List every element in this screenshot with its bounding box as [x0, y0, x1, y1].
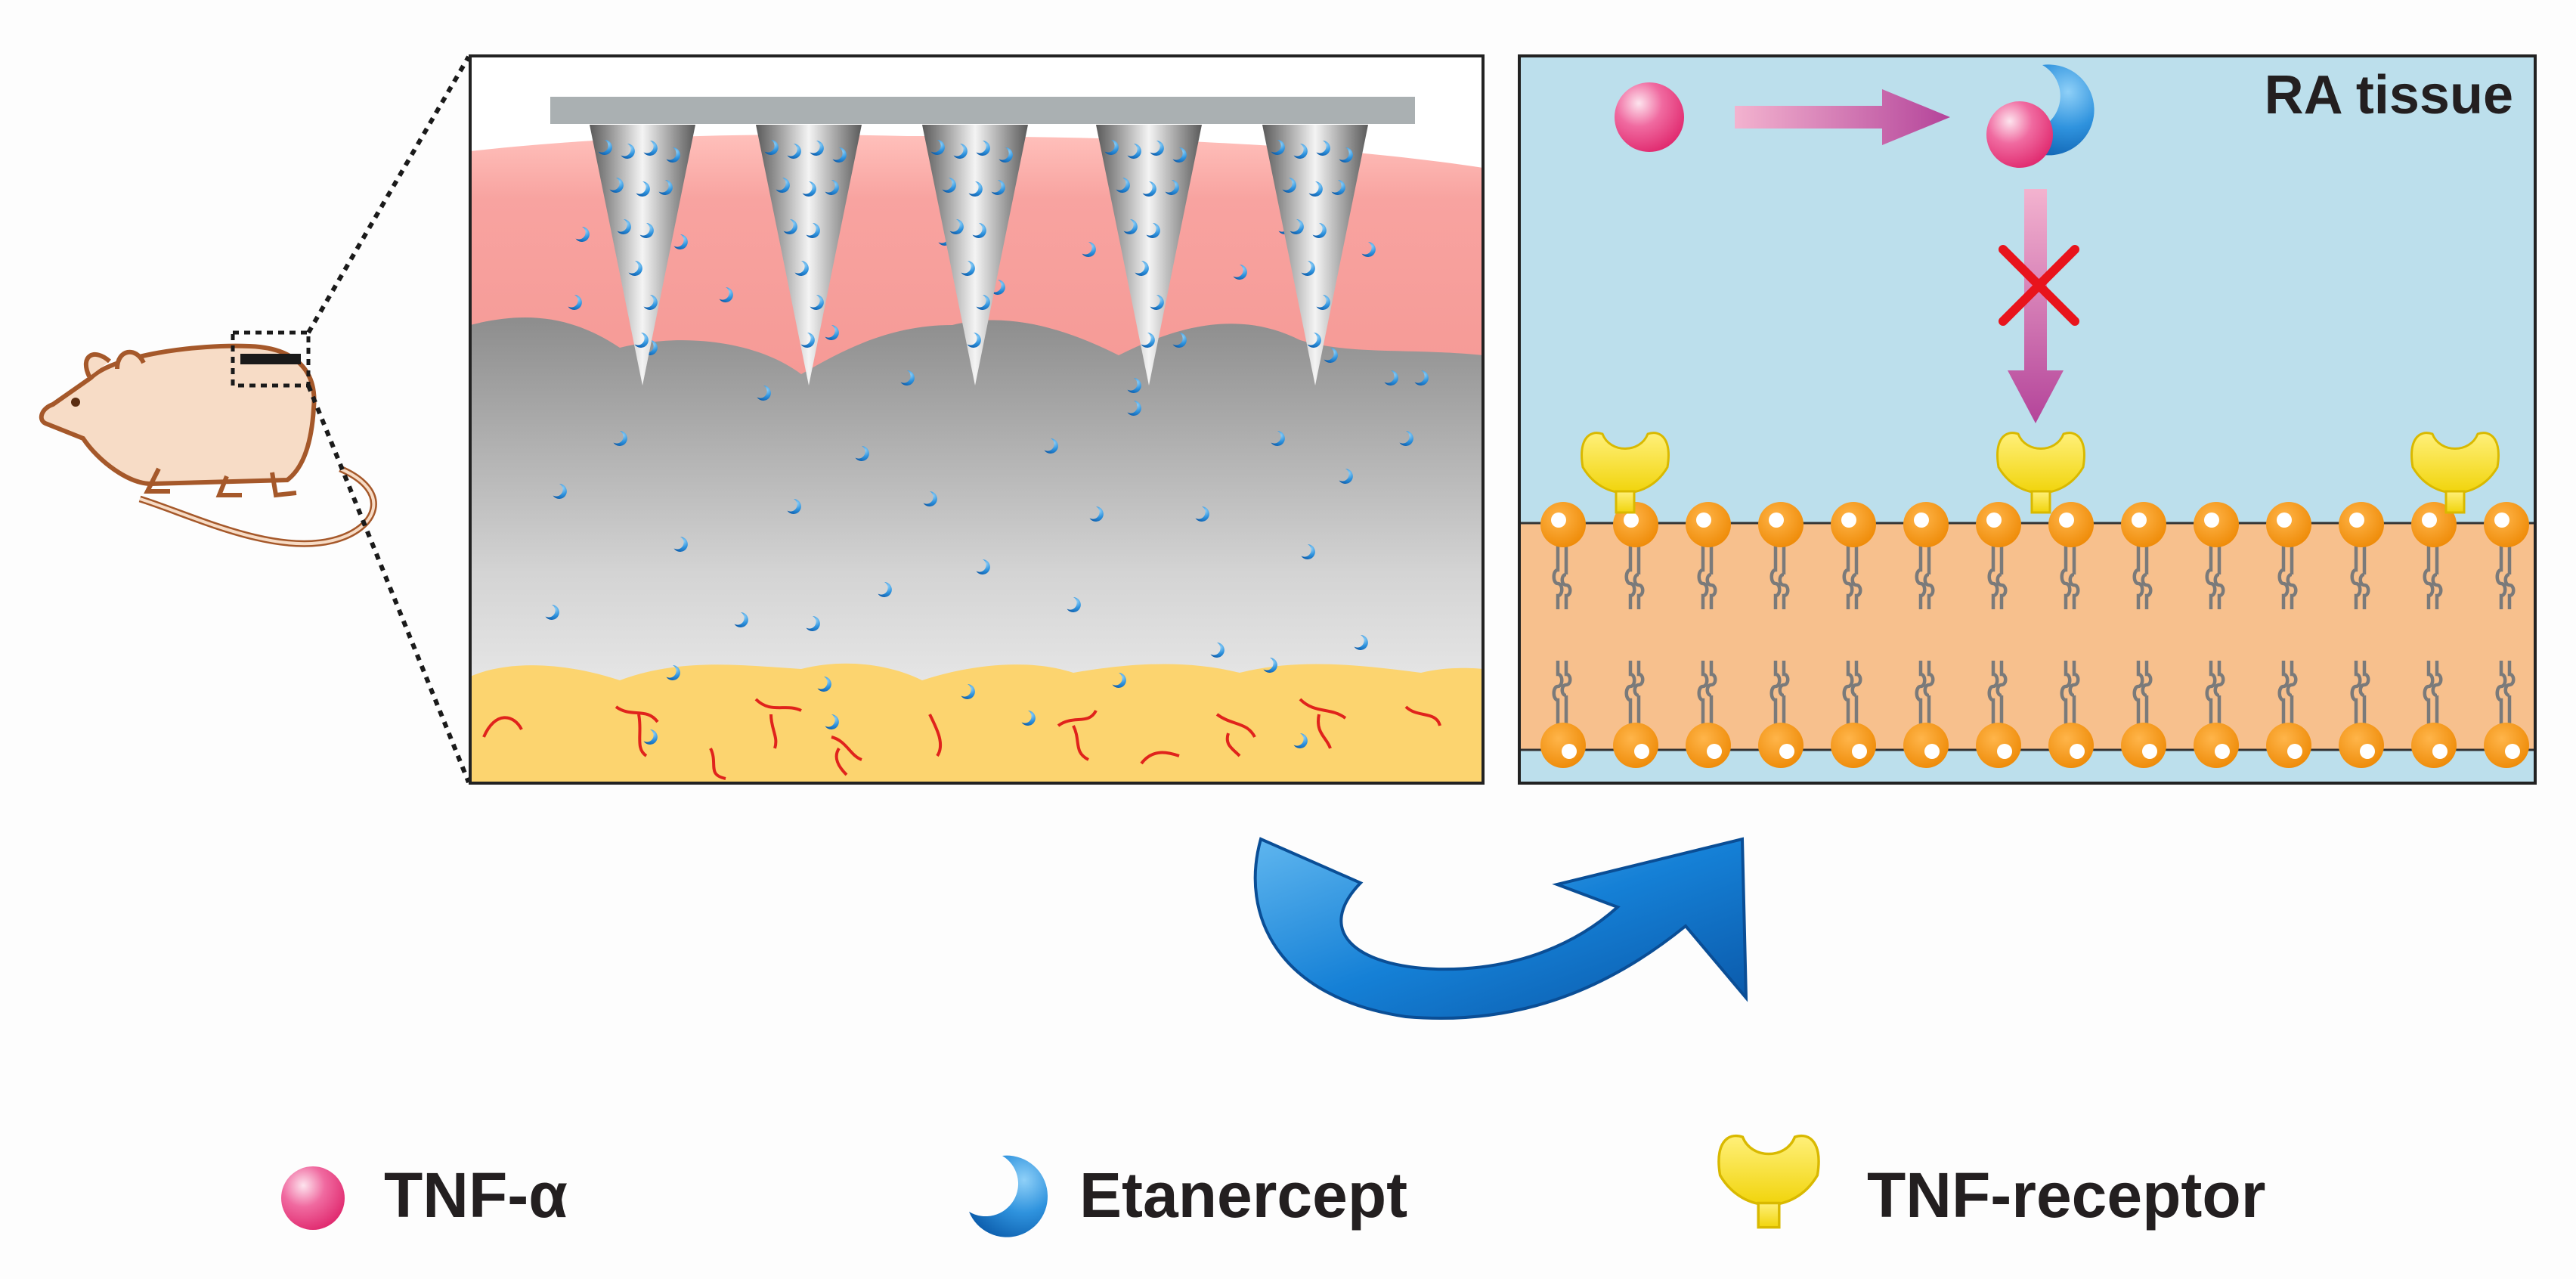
- mouse-illustration: [39, 55, 471, 784]
- tnf-receptor-icon: [1717, 1134, 1820, 1229]
- cell-membrane: [1519, 523, 2535, 750]
- ra-tissue-title: RA tissue: [2265, 65, 2513, 125]
- mouse-eye: [71, 398, 80, 407]
- etanercept-crescent-icon: [969, 1155, 1048, 1237]
- zoom-line-bottom: [306, 384, 471, 784]
- legend-item-tnf-alpha: TNF-α: [281, 1160, 568, 1231]
- block-cross-icon: [1999, 245, 2079, 326]
- curved-transition-arrow: [1253, 837, 1748, 1020]
- skin-panel: [469, 54, 1485, 785]
- legend: TNF-α Etanercept TNF-receptor: [281, 1134, 2265, 1237]
- microneedle-array: [550, 97, 1415, 386]
- tnf-alpha-sphere-icon: [281, 1166, 345, 1230]
- legend-label-etanercept: Etanercept: [1079, 1160, 1407, 1231]
- mouse-body: [39, 343, 317, 487]
- mouse-patch: [240, 354, 301, 364]
- zoom-line-top: [306, 55, 471, 334]
- ra-tissue-panel: RA tissue: [1518, 54, 2537, 785]
- legend-label-tnf-receptor: TNF-receptor: [1867, 1160, 2265, 1231]
- mouse-ear: [83, 351, 112, 378]
- legend-label-tnf-alpha: TNF-α: [384, 1160, 568, 1231]
- binding-arrow: [1735, 89, 1950, 145]
- legend-item-tnf-receptor: TNF-receptor: [1717, 1134, 2265, 1231]
- zoom-box: [231, 330, 311, 388]
- tnf-alpha-free: [1615, 82, 1684, 152]
- fat-layer: [470, 663, 1483, 783]
- etanercept-tnf-complex: [1986, 64, 2095, 168]
- blocked-arrow: [2008, 189, 2064, 423]
- microneedle-backing: [550, 97, 1415, 124]
- blood-vessels: [482, 698, 1441, 780]
- legend-item-etanercept: Etanercept: [969, 1155, 1407, 1237]
